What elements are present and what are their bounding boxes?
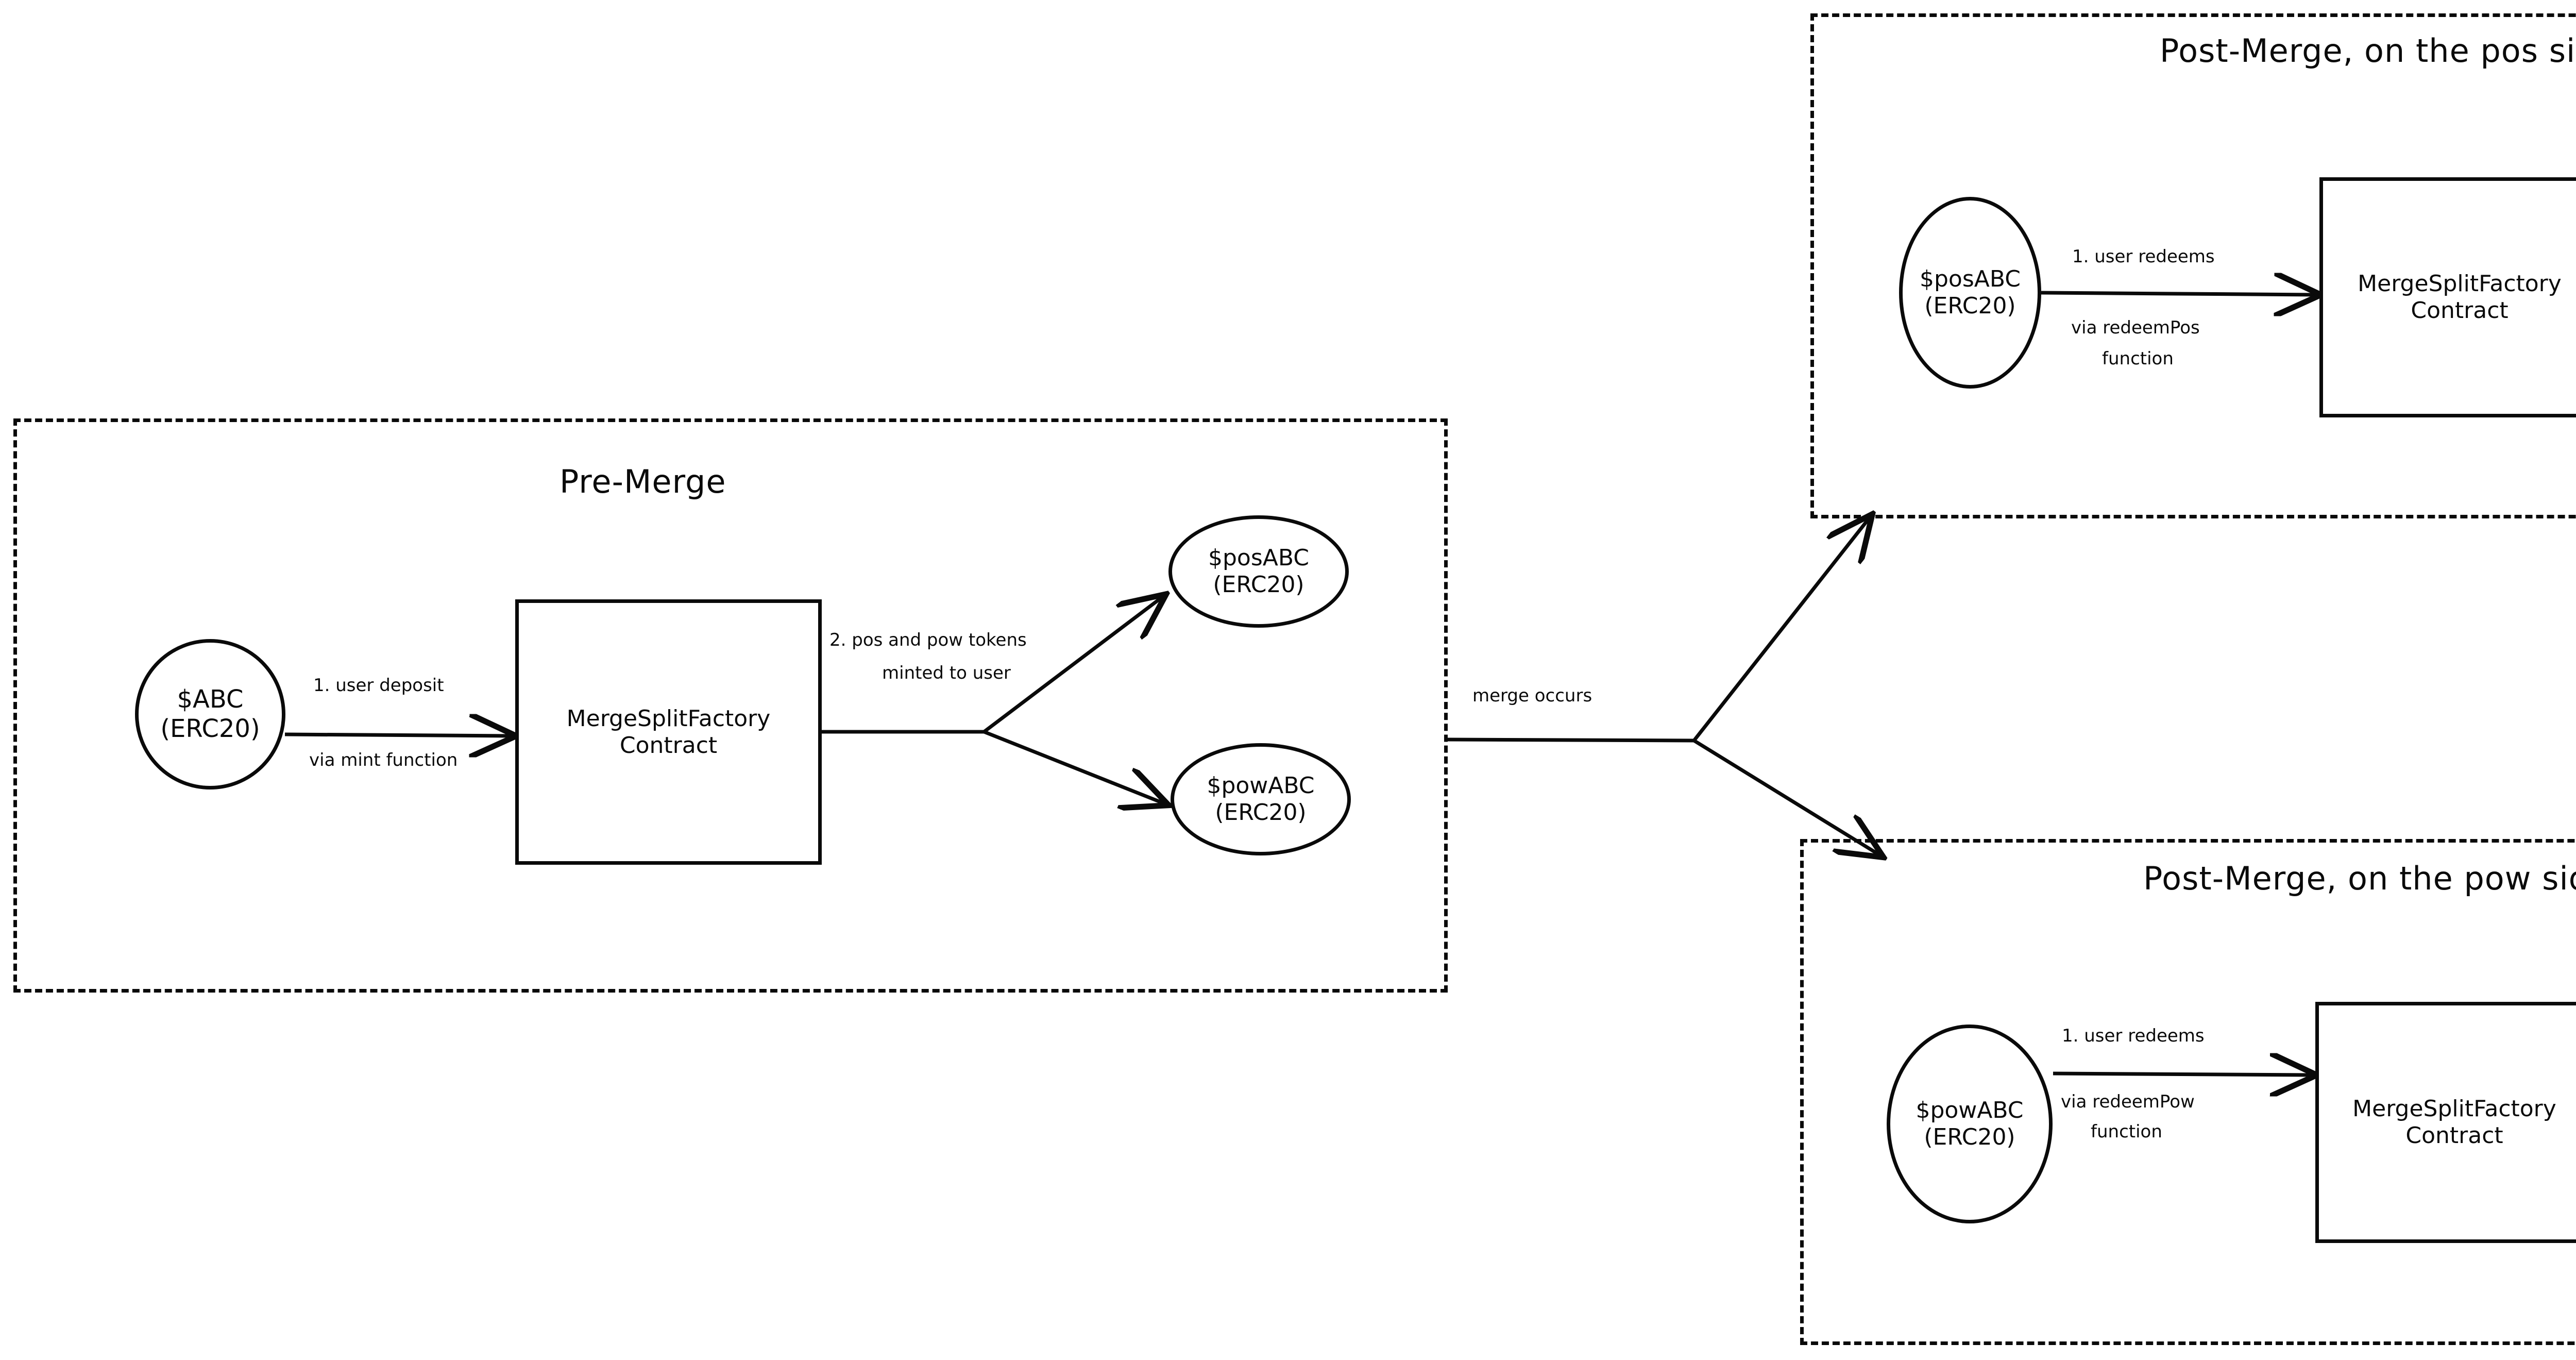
line-merge-stem: [1447, 737, 1694, 743]
node-pre-merge-pos-token[interactable]: $posABC (ERC20): [1168, 515, 1349, 628]
node-label-line2: (ERC20): [160, 714, 260, 743]
arrow-merge-to-pow: [1693, 739, 1880, 855]
edge-label-pow-redeem-top: 1. user redeems: [2062, 1026, 2205, 1046]
pre-merge-title: Pre-Merge: [560, 463, 726, 500]
edge-label-mint-top: 2. pos and pow tokens: [829, 630, 1027, 650]
post-merge-pos-title: Post-Merge, on the pos side: [2160, 32, 2576, 70]
node-label-line2: (ERC20): [1924, 293, 2016, 319]
node-label-line1: $posABC: [1208, 545, 1309, 572]
group-post-merge-pos: [1810, 13, 2576, 518]
node-label-line2: (ERC20): [1213, 572, 1304, 598]
group-pre-merge: [13, 418, 1448, 993]
node-label-line2: (ERC20): [1215, 799, 1307, 826]
edge-label-pos-redeem-bottom-2: function: [2102, 348, 2174, 369]
edge-label-deposit-top: 1. user deposit: [313, 675, 444, 696]
edge-label-pow-redeem-bottom-2: function: [2091, 1121, 2162, 1142]
node-pow-side-pow-token[interactable]: $powABC (ERC20): [1887, 1025, 2053, 1223]
edge-label-merge-occurs: merge occurs: [1472, 685, 1592, 706]
node-pre-merge-abc[interactable]: $ABC (ERC20): [135, 639, 285, 790]
node-label-line1: MergeSplitFactory: [566, 705, 771, 732]
node-label-line1: MergeSplitFactory: [2358, 271, 2562, 297]
node-label-line2: Contract: [2405, 1122, 2503, 1149]
edge-label-pow-redeem-bottom-1: via redeemPow: [2061, 1092, 2195, 1112]
node-label-line2: Contract: [619, 732, 718, 759]
node-label-line1: $posABC: [1919, 266, 2021, 293]
node-label-line1: $powABC: [1207, 773, 1315, 799]
node-pre-merge-pow-token[interactable]: $powABC (ERC20): [1171, 743, 1351, 855]
edge-label-pos-redeem-top: 1. user redeems: [2072, 246, 2215, 267]
node-label-line1: $ABC: [177, 685, 244, 714]
node-label-line2: Contract: [2411, 297, 2509, 324]
edge-label-pos-redeem-bottom-1: via redeemPos: [2071, 317, 2200, 338]
arrow-merge-to-pos: [1692, 517, 1870, 742]
edge-label-mint-bottom: minted to user: [882, 663, 1011, 683]
edge-label-deposit-bottom: via mint function: [309, 750, 458, 770]
node-label-line2: (ERC20): [1924, 1124, 2015, 1150]
node-pre-merge-contract[interactable]: MergeSplitFactory Contract: [515, 599, 822, 865]
node-pos-side-contract[interactable]: MergeSplitFactory Contract: [2319, 177, 2576, 417]
group-post-merge-pow: [1800, 839, 2576, 1345]
node-label-line1: MergeSplitFactory: [2352, 1096, 2556, 1122]
post-merge-pow-title: Post-Merge, on the pow side: [2143, 860, 2576, 897]
node-pow-side-contract[interactable]: MergeSplitFactory Contract: [2315, 1002, 2576, 1243]
node-label-line1: $powABC: [1916, 1097, 2024, 1124]
node-pos-side-pos-token[interactable]: $posABC (ERC20): [1899, 197, 2041, 389]
